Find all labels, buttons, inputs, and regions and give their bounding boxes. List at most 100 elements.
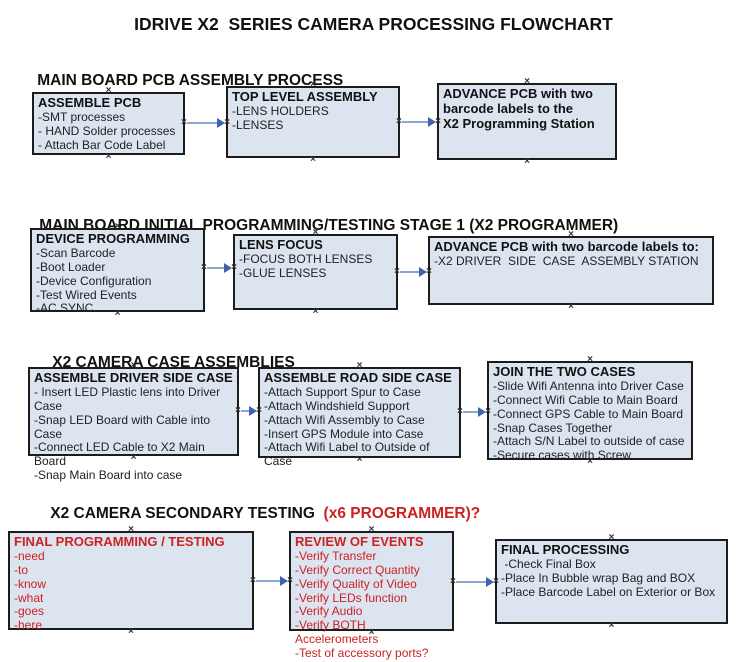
section-heading-text: X2 CAMERA CASE ASSEMBLIES: [52, 354, 295, 371]
flow-box-final-programming-testing[interactable]: FINAL PROGRAMMING / TESTING -need-to-kno…: [8, 525, 254, 637]
arrow-head-icon: [280, 576, 288, 586]
flow-box-assemble-driver-side-case[interactable]: ASSEMBLE DRIVER SIDE CASE - Insert LED P…: [28, 361, 239, 482]
arrow-head-icon: [486, 577, 494, 587]
page-title: IDRIVE X2 SERIES CAMERA PROCESSING FLOWC…: [134, 14, 613, 34]
connector-arrow[interactable]: × ×: [450, 576, 499, 588]
box-line: - Insert LED Plastic lens into Driver Ca…: [34, 384, 224, 413]
arrow-head-icon: [478, 407, 486, 417]
connection-point-icon: ×: [310, 154, 316, 165]
box-line: -need: [14, 548, 45, 563]
box-line: -Verify Transfer: [295, 548, 377, 563]
box-lines: -Check Final Box-Place In Bubble wrap Ba…: [501, 556, 722, 600]
flow-box-join-the-two-cases[interactable]: JOIN THE TWO CASES -Slide Wifi Antenna i…: [487, 355, 693, 467]
connection-point-icon: ×: [608, 620, 615, 631]
box-line: -know: [14, 576, 47, 591]
box-line: -AC SYNC: [36, 301, 94, 316]
box-line: - Attach Bar Code Label: [38, 137, 166, 152]
section-heading-red-text: (x6 PROGRAMMER)?: [323, 505, 481, 522]
box-lines: -Scan Barcode-Boot Loader-Device Configu…: [36, 245, 199, 317]
box-line: -Place In Bubble wrap Bag and BOX: [501, 570, 696, 585]
connector-arrow[interactable]: × ×: [201, 262, 237, 274]
connector-arrow[interactable]: × ×: [394, 266, 432, 278]
connector-arrow[interactable]: × ×: [396, 116, 441, 128]
box-title: DEVICE PROGRAMMING: [36, 231, 190, 246]
section-heading-pcb-assembly: MAIN BOARD PCB ASSEMBLY PROCESS: [20, 54, 343, 108]
box-line: -Attach Windshield Support: [264, 398, 410, 413]
box-line: - HAND Solder processes: [38, 123, 176, 138]
box-line: -Secure cases with Screw: [493, 448, 632, 463]
box-title: ASSEMBLE ROAD SIDE CASE: [264, 370, 452, 385]
box-line: -Connect Wifi Cable to Main Board: [493, 392, 678, 407]
connector-arrow[interactable]: × ×: [235, 405, 262, 417]
flow-box-device-programming[interactable]: DEVICE PROGRAMMING -Scan Barcode-Boot Lo…: [30, 222, 205, 319]
box-line: -Verify LEDs function: [295, 590, 408, 605]
flow-box-top-level-assembly[interactable]: TOP LEVEL ASSEMBLY -LENS HOLDERS-LENSES …: [226, 80, 400, 165]
box-line: -Place Barcode Label on Exterior or Box: [501, 584, 716, 599]
box-line: -Verify BOTH Accelerometers: [295, 618, 379, 647]
arrow-shaft: [456, 581, 486, 583]
box-title: ASSEMBLE DRIVER SIDE CASE: [34, 370, 233, 385]
connection-point-icon: ×: [568, 301, 574, 312]
arrow-shaft: [402, 121, 428, 123]
box-line: -Attach Support Spur to Case: [264, 384, 421, 399]
arrow-head-icon: [428, 117, 436, 127]
connection-point-icon: ×: [105, 151, 112, 162]
box-title: LENS FOCUS: [239, 237, 323, 252]
box-line: -GLUE LENSES: [239, 265, 327, 280]
flow-box-advance-pcb-driver-side-station[interactable]: ADVANCE PCB with two barcode labels to: …: [428, 230, 714, 312]
arrow-head-icon: [419, 267, 427, 277]
section-heading-secondary-testing: X2 CAMERA SECONDARY TESTING (x6 PROGRAMM…: [33, 487, 480, 541]
section-heading-case-assemblies: X2 CAMERA CASE ASSEMBLIES: [35, 336, 295, 390]
box-line: -SMT processes: [38, 109, 126, 124]
box-lines: -FOCUS BOTH LENSES-GLUE LENSES: [239, 251, 392, 281]
box-line: -Test Wired Events: [36, 287, 137, 302]
arrow-shaft: [241, 410, 249, 412]
connection-point-icon: ×: [312, 306, 319, 317]
flow-box-assemble-road-side-case[interactable]: ASSEMBLE ROAD SIDE CASE -Attach Support …: [258, 361, 461, 468]
box-line: -what: [14, 590, 44, 605]
section-heading-text: MAIN BOARD PCB ASSEMBLY PROCESS: [37, 72, 344, 89]
box-line: -X2 DRIVER SIDE CASE ASSEMBLY STATION: [434, 253, 699, 268]
box-line: -Verify Audio: [295, 604, 363, 619]
box-line: -Test of accessory ports?: [295, 646, 429, 661]
box-lines: -Verify Transfer-Verify Correct Quantity…: [295, 548, 448, 661]
arrow-head-icon: [217, 118, 225, 128]
box-line: -Device Configuration: [36, 273, 152, 288]
flow-box-final-processing[interactable]: FINAL PROCESSING -Check Final Box-Place …: [495, 533, 728, 631]
box-line: -Attach S/N Label to outside of case: [493, 434, 685, 449]
flow-box-lens-focus[interactable]: LENS FOCUS -FOCUS BOTH LENSES-GLUE LENSE…: [233, 228, 398, 317]
box-line: -Connect LED Cable to X2 Main Board: [34, 440, 209, 469]
box-line: -here: [14, 618, 43, 633]
box-line: -Snap Main Board into case: [34, 468, 183, 483]
connector-arrow[interactable]: × ×: [457, 406, 491, 418]
box-line: -Boot Loader: [36, 259, 106, 274]
box-lines: -LENS HOLDERS-LENSES: [232, 104, 394, 133]
arrow-head-icon: [249, 406, 257, 416]
connector-arrow[interactable]: × ×: [250, 575, 293, 587]
connector-arrow[interactable]: × ×: [181, 117, 230, 129]
box-line: -Snap Cases Together: [493, 420, 613, 435]
box-title: FINAL PROGRAMMING / TESTING: [14, 534, 225, 549]
box-title: ADVANCE PCB with two barcode labels to:: [434, 239, 699, 254]
box-line: -Verify Quality of Video: [295, 576, 417, 591]
arrow-shaft: [463, 411, 478, 413]
flow-box-review-of-events[interactable]: REVIEW OF EVENTS -Verify Transfer-Verify…: [289, 525, 454, 660]
box-lines: -Attach Support Spur to Case-Attach Wind…: [264, 384, 455, 469]
box-lines: -Slide Wifi Antenna into Driver Case-Con…: [493, 378, 687, 463]
box-line: -Attach Wifi Assembly to Case: [264, 412, 425, 427]
box-line: -Check Final Box: [501, 556, 596, 571]
arrow-shaft: [400, 271, 419, 273]
flow-box-assemble-pcb[interactable]: ASSEMBLE PCB -SMT processes- HAND Solder…: [32, 86, 185, 162]
box-line: -Attach Wifi Label to Outside of Case: [264, 440, 433, 469]
box-title: FINAL PROCESSING: [501, 542, 630, 557]
box-line: -Verify Correct Quantity: [295, 562, 420, 577]
box-line: -Scan Barcode: [36, 245, 116, 260]
flow-box-advance-pcb-programming-station[interactable]: ADVANCE PCB with two barcode labels to t…: [437, 77, 617, 167]
box-line: -Slide Wifi Antenna into Driver Case: [493, 378, 684, 393]
box-line: -Connect GPS Cable to Main Board: [493, 406, 684, 421]
box-title: REVIEW OF EVENTS: [295, 534, 424, 549]
box-line: -goes: [14, 604, 45, 619]
box-line: -FOCUS BOTH LENSES: [239, 251, 373, 266]
box-title: ASSEMBLE PCB: [38, 95, 142, 110]
